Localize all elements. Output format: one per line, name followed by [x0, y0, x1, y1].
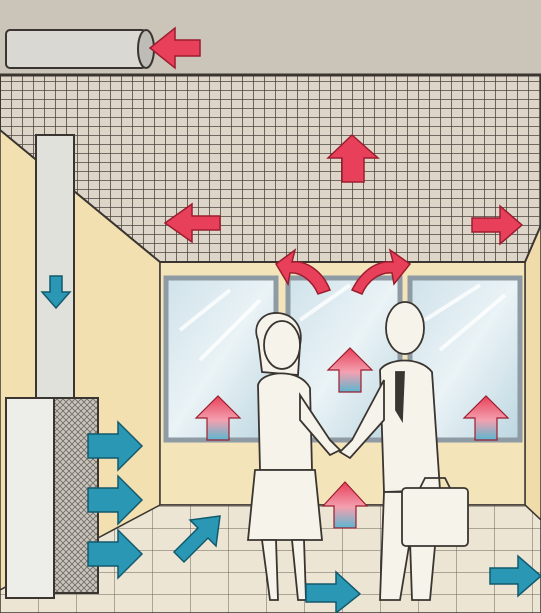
vertical-duct: [36, 135, 74, 400]
right-wall: [525, 225, 541, 520]
air-handling-unit: [6, 398, 98, 598]
supply-duct: [6, 30, 154, 68]
briefcase: [402, 488, 468, 546]
